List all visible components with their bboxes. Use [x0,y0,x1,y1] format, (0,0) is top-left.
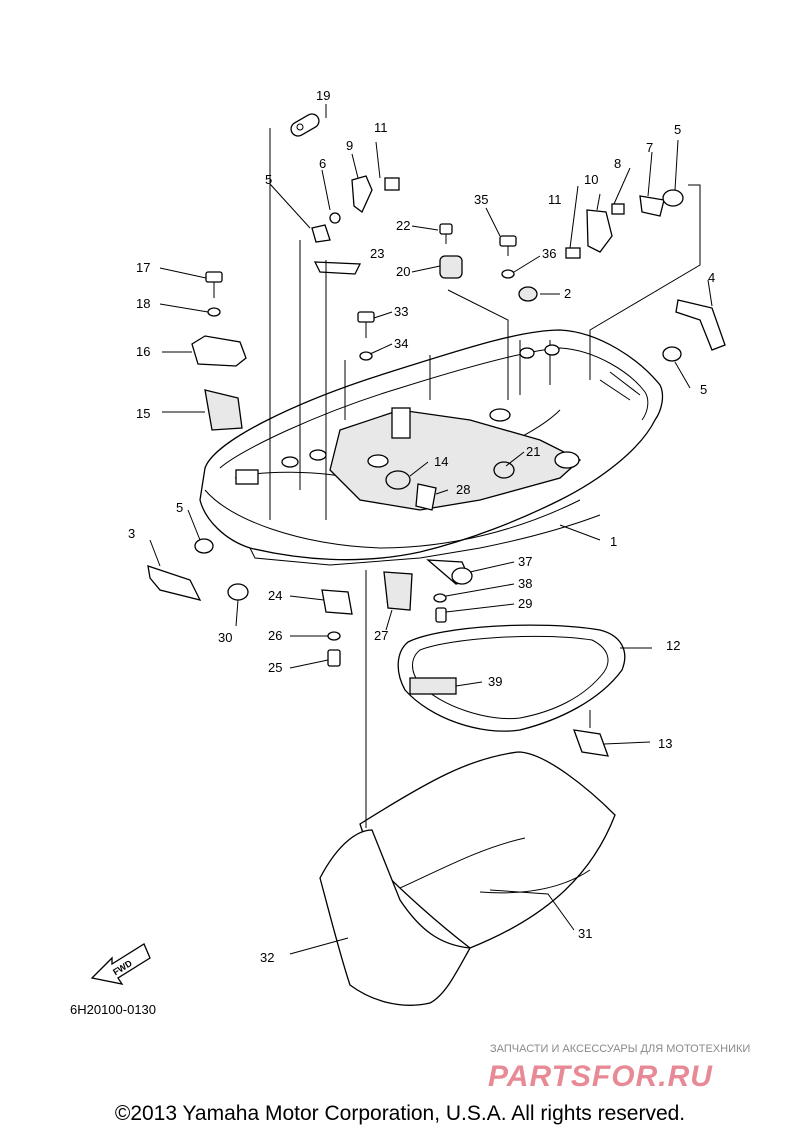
callout-35: 35 [474,192,488,207]
leader-lines [159,104,713,955]
watermark-tagline: ЗАПЧАСТИ И АКСЕССУАРЫ ДЛЯ МОТОТЕХНИКИ [490,1043,750,1055]
small-parts [147,113,726,1006]
copyright-footer: ©2013 Yamaha Motor Corporation, U.S.A. A… [114,1102,686,1125]
callout-30: 30 [218,630,232,645]
callout-8: 8 [614,156,621,171]
callout-31: 31 [578,926,592,941]
callout-12: 12 [666,638,680,653]
callout-11-right: 11 [548,192,562,207]
callout-6: 6 [319,156,326,171]
callout-39: 39 [488,674,502,689]
watermark-logo: PARTSFOR.RU [488,1060,713,1093]
callout-10: 10 [584,172,598,187]
callout-20: 20 [396,264,410,279]
callout-1: 1 [610,534,617,549]
callout-17: 17 [136,260,150,275]
callout-23: 23 [370,246,384,261]
callout-2: 2 [564,286,571,301]
callout-5-top: 5 [674,122,681,137]
callout-13: 13 [658,736,672,751]
callout-19: 19 [316,88,330,103]
bottom-cowling-part [199,329,664,566]
callout-11-top: 11 [374,120,388,135]
callout-25: 25 [268,660,282,675]
callout-32: 32 [260,950,274,965]
callout-5-left: 5 [176,500,183,515]
callout-38: 38 [518,576,532,591]
callout-26: 26 [268,628,282,643]
callout-29: 29 [518,596,532,611]
callout-37: 37 [518,554,532,569]
callout-5-left-top: 5 [265,172,272,187]
callout-28: 28 [456,482,470,497]
callout-9: 9 [346,138,353,153]
callout-15: 15 [136,406,150,421]
callout-4: 4 [708,270,715,285]
callout-5-right: 5 [700,382,707,397]
callout-34: 34 [394,336,408,351]
callout-16: 16 [136,344,150,359]
callout-3: 3 [128,526,135,541]
callout-36: 36 [542,246,556,261]
diagram-code: 6H20100-0130 [70,1002,156,1017]
callout-22: 22 [396,218,410,233]
callout-14: 14 [434,454,448,469]
callout-7: 7 [646,140,653,155]
callout-21: 21 [526,444,540,459]
callout-24: 24 [268,588,282,603]
callout-labels: 1 2 3 4 5 5 5 5 6 7 8 9 10 11 11 12 13 1… [128,88,715,965]
callout-33: 33 [394,304,408,319]
fwd-arrow-icon: FWD [90,943,151,985]
callout-27: 27 [374,628,388,643]
callout-18: 18 [136,296,150,311]
